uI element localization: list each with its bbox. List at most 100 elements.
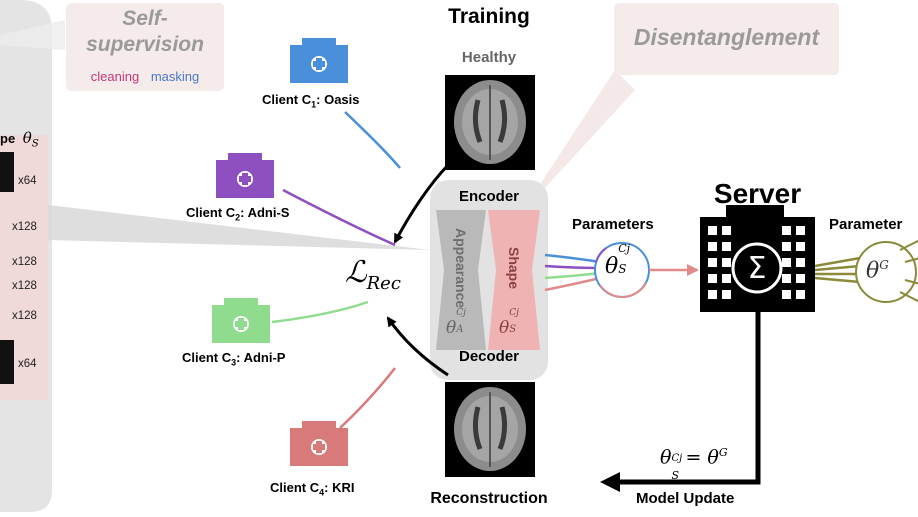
model-update-arrow xyxy=(615,312,761,485)
disentangle-wedge xyxy=(520,70,635,215)
client-2-line xyxy=(282,188,396,247)
client-1-sub: 1 xyxy=(311,99,317,110)
global-line-4 xyxy=(814,276,861,284)
self-supervision-title: Self- supervision xyxy=(86,7,204,56)
left-panel-block-1 xyxy=(0,152,14,192)
brain-image-reconstruction xyxy=(445,382,535,477)
client-3-line xyxy=(271,300,369,324)
healthy-label: Healthy xyxy=(461,49,517,66)
client-2-name: Client C xyxy=(186,205,236,220)
update-theta-sub: S xyxy=(671,469,679,483)
server-icon xyxy=(700,205,815,312)
update-rhs-sup: G xyxy=(718,446,728,459)
projection-wedge xyxy=(48,205,430,250)
theta-s-circle-pink xyxy=(599,282,647,298)
size-label-5: x128 xyxy=(12,310,37,322)
disentanglement-box xyxy=(614,3,839,75)
client-3-site: : Adni-P xyxy=(236,350,286,365)
encoder-label: Encoder xyxy=(458,188,519,205)
projection-wedge-top xyxy=(0,20,65,50)
theta-a-sub: A xyxy=(456,324,464,335)
client-2-sub: 2 xyxy=(235,212,241,223)
global-out-line-4 xyxy=(899,291,918,303)
appearance-block xyxy=(436,210,486,350)
client-4-icon xyxy=(290,421,348,466)
theta-g-symbol: θ xyxy=(866,258,880,284)
legend-cleaning: cleaning xyxy=(90,69,140,84)
client-3-label: Client C3: Adni-P xyxy=(182,350,285,368)
client-2-label: Client C2: Adni-S xyxy=(186,205,289,223)
client-3-icon xyxy=(212,298,270,343)
shape-param-line-pink xyxy=(544,276,601,292)
client-1-name: Client C xyxy=(262,92,312,107)
client-4-site: : KRI xyxy=(324,480,355,495)
shape-param-line-green xyxy=(544,271,601,280)
theta-a-symbol: θ xyxy=(446,318,457,338)
global-out-line-1 xyxy=(899,239,918,251)
client-4-name: Client C xyxy=(270,480,320,495)
client-1-label: Client C1: Oasis xyxy=(262,92,360,110)
theta-cs-sup: Cj xyxy=(618,242,631,255)
model-update-label: Model Update xyxy=(636,490,735,507)
disentanglement-title: Disentanglement xyxy=(633,24,820,50)
client-1-icon xyxy=(290,38,348,83)
shape-param-line-blue xyxy=(544,253,601,264)
client-3-sub: 3 xyxy=(231,357,237,368)
parameters-label-left: Parameters xyxy=(572,216,654,233)
size-label-4: x128 xyxy=(12,280,37,292)
reconstruction-label: Reconstruction xyxy=(430,490,548,507)
client-2-icon xyxy=(216,153,274,198)
client-3-name: Client C xyxy=(182,350,232,365)
client-2-site: : Adni-S xyxy=(240,205,290,220)
shape-param-line-purple xyxy=(544,264,601,270)
training-title: Training xyxy=(448,5,530,28)
update-theta: θ xyxy=(660,446,672,469)
left-panel-theta-sub: S xyxy=(31,138,39,150)
legend-masking: masking xyxy=(150,69,200,84)
client-4-line xyxy=(339,367,396,429)
left-panel-header: pe θS xyxy=(0,129,39,150)
client-1-line xyxy=(344,111,401,169)
global-line-2 xyxy=(814,264,861,272)
loss-sub: Rec xyxy=(366,273,401,294)
server-label: Server xyxy=(713,178,802,209)
shape-label: Shape xyxy=(506,246,522,289)
sum-icon: Σ xyxy=(747,251,767,286)
theta-s-symbol: θ xyxy=(499,318,510,338)
size-label-1: x64 xyxy=(18,175,37,187)
theta-s-sub: S xyxy=(509,324,517,335)
update-rhs: = θ xyxy=(685,446,719,469)
left-panel-header-text: pe xyxy=(0,131,16,146)
shape-block xyxy=(488,210,540,350)
global-line-1 xyxy=(814,256,861,268)
size-label-2: x128 xyxy=(12,221,37,233)
client-4-label: Client C4: KRI xyxy=(270,480,354,498)
size-label-3: x128 xyxy=(12,256,37,268)
appearance-label: Appearance xyxy=(453,228,469,309)
self-supervision-legend: cleaning masking xyxy=(66,69,224,84)
theta-s-circle-purple xyxy=(595,247,607,263)
theta-a-sup: Cj xyxy=(456,308,466,318)
model-update-arrowhead xyxy=(600,472,620,492)
client-1-site: : Oasis xyxy=(316,92,360,107)
theta-cs-symbol: θ xyxy=(605,254,619,279)
theta-g-sup: G xyxy=(879,258,889,272)
self-supervision-box xyxy=(66,3,224,91)
reconstruction-loss: ℒRec xyxy=(345,255,401,294)
left-panel-theta: θ xyxy=(22,129,32,147)
theta-global: θG xyxy=(866,258,889,283)
loss-symbol: ℒ xyxy=(345,255,367,290)
theta-g-circle xyxy=(855,241,917,303)
size-label-6: x64 xyxy=(18,358,37,370)
decoder-label: Decoder xyxy=(458,348,520,365)
left-panel-block-2 xyxy=(0,340,14,384)
decoder-loss-arrow xyxy=(386,316,449,377)
parameters-label-right: Parameter xyxy=(829,216,903,233)
theta-s-sup: Cj xyxy=(509,308,519,318)
